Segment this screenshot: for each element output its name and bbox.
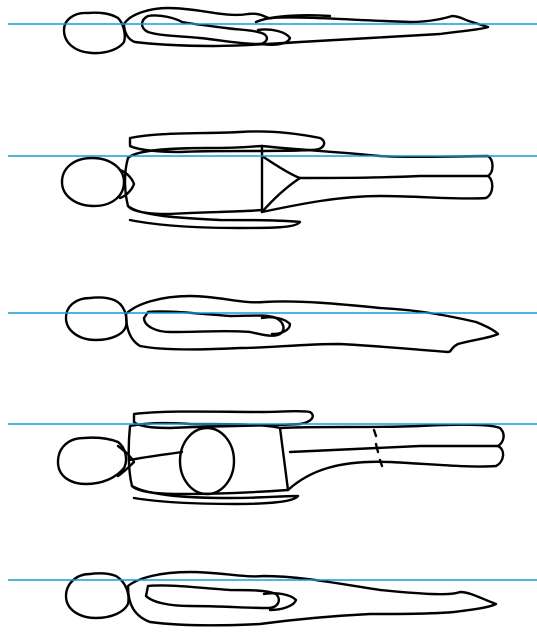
figure-3-side-view xyxy=(66,296,498,352)
figure-4-torso xyxy=(129,423,288,494)
figure-4-leg-split xyxy=(290,446,498,452)
figure-4-legs xyxy=(280,425,504,490)
figure-1-torso-outline xyxy=(124,8,488,46)
figure-5-arm xyxy=(146,585,279,608)
figure-2-top-view xyxy=(62,131,493,228)
figure-2-head xyxy=(62,158,124,206)
figure-4-shoulder-line xyxy=(130,452,182,460)
figure-4-upper-arm xyxy=(134,411,313,428)
figure-4-lower-arm xyxy=(132,486,298,504)
figure-1-side-view xyxy=(64,8,488,53)
figure-4-head xyxy=(58,438,126,484)
figure-2-leg-split xyxy=(262,156,488,178)
figure-3-arm xyxy=(144,311,283,335)
figure-1-head xyxy=(64,13,125,53)
figure-1-arm xyxy=(142,15,267,44)
figure-4-rounded-back xyxy=(180,428,234,494)
figure-3-body xyxy=(126,296,498,352)
figure-4-top-view xyxy=(58,411,504,504)
figure-3-head xyxy=(66,297,127,340)
figure-3-hand xyxy=(262,317,290,334)
